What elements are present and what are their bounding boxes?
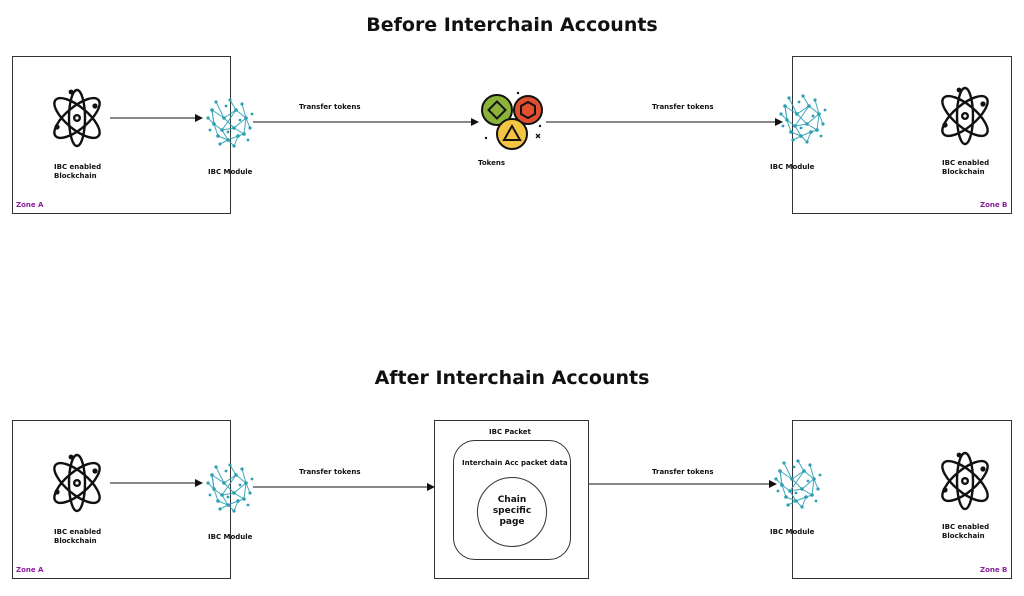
ibc-module-icon <box>205 97 254 149</box>
ibc-module-a-label: IBC Module <box>208 168 253 176</box>
ibc-module-b-label: IBC Module <box>770 528 815 536</box>
zone-a-box <box>12 420 231 579</box>
tokens-label: Tokens <box>478 159 506 167</box>
zone-a-box <box>12 56 231 214</box>
after-title: After Interchain Accounts <box>374 367 650 389</box>
ibc-module-a-label: IBC Module <box>208 533 253 541</box>
zone-b-label: Zone B <box>980 201 1008 209</box>
ibc-module-icon <box>778 93 827 145</box>
blockchain-b-label: IBC enabled Blockchain <box>942 159 990 176</box>
atom-icon <box>47 88 107 148</box>
chain-page-circle <box>477 477 547 547</box>
ibc-module-b-label: IBC Module <box>770 163 815 171</box>
blockchain-a-label: IBC enabled Blockchain <box>54 528 102 545</box>
transfer-label-2: Transfer tokens <box>652 103 714 111</box>
ibc-module-icon <box>773 458 822 510</box>
zone-a-label: Zone A <box>16 201 44 209</box>
transfer-label-2: Transfer tokens <box>652 468 714 476</box>
tokens-icon <box>481 91 543 150</box>
blockchain-a-label: IBC enabled Blockchain <box>54 163 102 180</box>
atom-icon <box>935 451 995 511</box>
ibc-module-icon <box>205 462 254 514</box>
chain-page-label: Chain specific page <box>492 495 532 527</box>
packet-data-box <box>453 440 571 560</box>
ibc-packet-label: IBC Packet <box>489 428 531 436</box>
atom-icon <box>47 453 107 513</box>
packet-data-label: Interchain Acc packet data <box>462 459 568 467</box>
zone-a-label: Zone A <box>16 566 44 574</box>
transfer-label-1: Transfer tokens <box>299 103 361 111</box>
zone-b-label: Zone B <box>980 566 1008 574</box>
blockchain-b-label: IBC enabled Blockchain <box>942 523 990 540</box>
atom-icon <box>935 86 995 146</box>
transfer-label-1: Transfer tokens <box>299 468 361 476</box>
before-title: Before Interchain Accounts <box>366 14 658 36</box>
